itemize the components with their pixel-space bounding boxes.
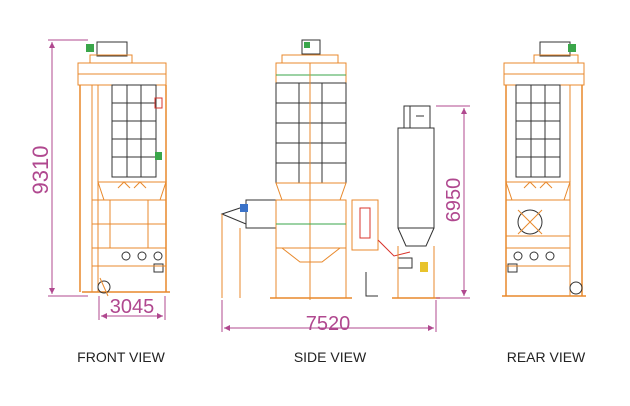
front-height-dimension: 9310: [28, 146, 53, 195]
side-height-dimension: 6950: [443, 178, 465, 223]
side-view-machine: [220, 39, 440, 300]
side-view-caption: SIDE VIEW: [294, 349, 367, 365]
side-dimension-lines: [221, 105, 470, 332]
front-width-dimension: 3045: [110, 296, 155, 318]
front-view-caption: FRONT VIEW: [77, 349, 165, 365]
front-view-machine: [77, 41, 170, 297]
rear-view-caption: REAR VIEW: [507, 349, 586, 365]
side-width-dimension: 7520: [306, 313, 351, 335]
rear-view-machine: [502, 41, 586, 297]
front-dimension-lines: [48, 39, 166, 320]
